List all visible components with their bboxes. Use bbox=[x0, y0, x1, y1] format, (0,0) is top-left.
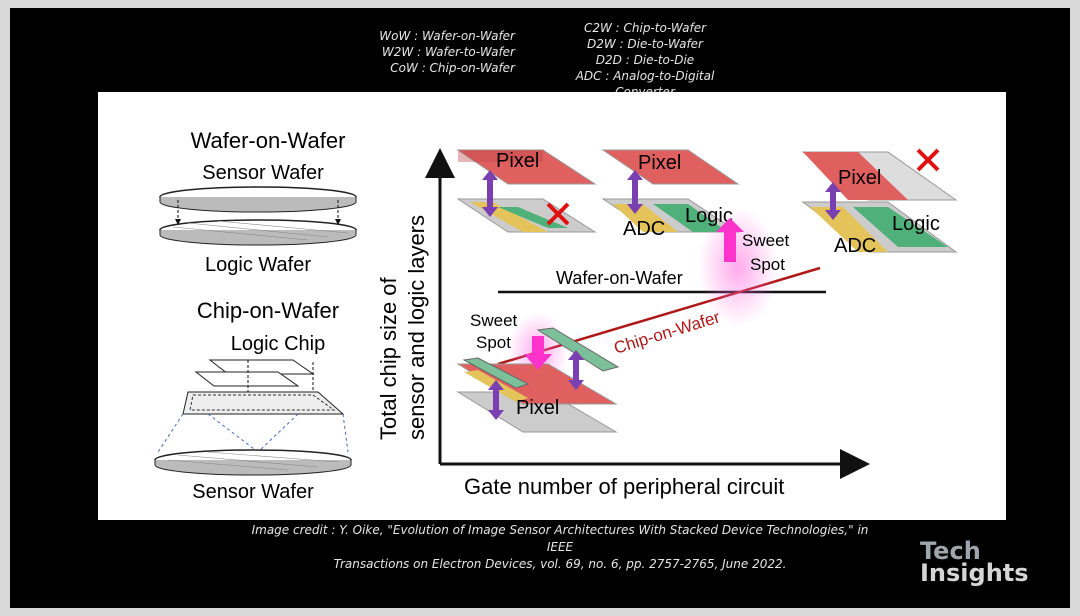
cow-chips-icon bbox=[154, 359, 352, 476]
image-credit: Image credit : Y. Oike, "Evolution of Im… bbox=[250, 522, 870, 573]
abbreviations-left: WoW : Wafer-on-Wafer W2W : Wafer-to-Wafe… bbox=[375, 28, 515, 76]
cow-title: Chip-on-Wafer bbox=[197, 298, 339, 323]
wow-title: Wafer-on-Wafer bbox=[191, 128, 346, 153]
sweet-spot-arrow-down bbox=[524, 336, 552, 370]
techinsights-logo: Tech Insights bbox=[920, 537, 1030, 587]
stack2-adc-label: ADC bbox=[623, 218, 665, 240]
wow-wafers-icon bbox=[159, 186, 357, 246]
stack-pixel-small-logic bbox=[456, 149, 597, 233]
stack2-pixel-label: Pixel bbox=[638, 152, 681, 174]
stack3-pixel-label: Pixel bbox=[838, 167, 881, 189]
stack3-adc-label: ADC bbox=[834, 235, 876, 257]
logic-wafer-label: Logic Wafer bbox=[205, 254, 311, 276]
credit-line-2: Transactions on Electron Devices, vol. 6… bbox=[333, 557, 787, 571]
y-axis-label-line1: Total chip size of bbox=[376, 276, 401, 440]
abbreviations-right: C2W : Chip-to-Wafer D2W : Die-to-Wafer D… bbox=[550, 20, 740, 100]
stack-pixel-adc-logic-1 bbox=[601, 149, 740, 233]
sweet-spot-arrow-up bbox=[716, 218, 744, 262]
stack1-pixel-label: Pixel bbox=[496, 150, 539, 172]
abbr-w2w: W2W : Wafer-to-Wafer bbox=[381, 45, 515, 59]
stack4-pixel-label: Pixel bbox=[516, 397, 559, 419]
spot-label-left: Spot bbox=[476, 333, 511, 352]
x-axis-label: Gate number of peripheral circuit bbox=[464, 474, 784, 499]
sweet-label-right: Sweet bbox=[742, 231, 790, 250]
stack-pixel-adc-logic-2 bbox=[801, 148, 958, 253]
sensor-wafer-label-bottom: Sensor Wafer bbox=[192, 481, 314, 503]
cow-line-label: Chip-on-Wafer bbox=[612, 307, 723, 357]
sweet-label-left: Sweet bbox=[470, 311, 518, 330]
logo-tech: Tech bbox=[920, 537, 981, 565]
logic-chip-label: Logic Chip bbox=[231, 333, 326, 355]
y-axis-label-line2: sensor and logic layers bbox=[404, 215, 429, 440]
abbr-d2w: D2W : Die-to-Wafer bbox=[587, 37, 703, 51]
credit-line-1: Image credit : Y. Oike, "Evolution of Im… bbox=[251, 523, 869, 554]
figure-drawing: Wafer-on-Wafer Sensor Wafer Logic Wafer … bbox=[154, 128, 958, 503]
stack2-logic-label: Logic bbox=[685, 205, 733, 227]
stack-cow-chips bbox=[456, 327, 620, 433]
sensor-wafer-label-top: Sensor Wafer bbox=[202, 162, 324, 184]
stack3-logic-label: Logic bbox=[892, 213, 940, 235]
spot-label-right: Spot bbox=[750, 255, 785, 274]
abbr-c2w: C2W : Chip-to-Wafer bbox=[583, 21, 707, 35]
sweet-spot-glow-right bbox=[698, 207, 778, 327]
abbr-wow: WoW : Wafer-on-Wafer bbox=[379, 29, 515, 43]
stacking-figure: Wafer-on-Wafer Sensor Wafer Logic Wafer … bbox=[98, 92, 1006, 520]
abbr-cow: CoW : Chip-on-Wafer bbox=[390, 61, 515, 75]
abbr-d2d: D2D : Die-to-Die bbox=[595, 53, 695, 67]
logo-insights: Insights bbox=[920, 559, 1029, 587]
wow-line-label: Wafer-on-Wafer bbox=[556, 268, 683, 288]
